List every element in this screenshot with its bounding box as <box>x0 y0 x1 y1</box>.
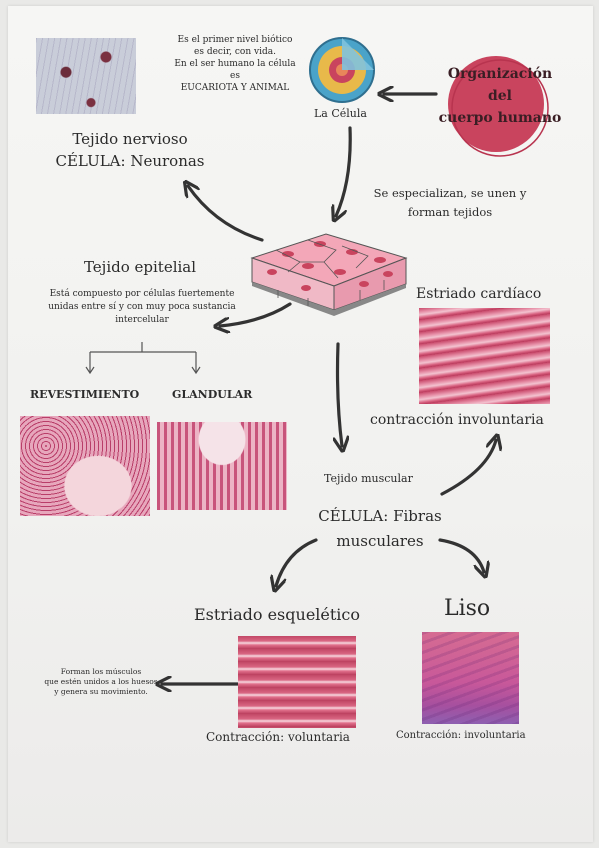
muscular-title: Tejido muscular <box>324 472 413 485</box>
specialize-line: forman tejidos <box>407 205 493 219</box>
epithelial-desc-line: intercelular <box>115 315 169 325</box>
cell-description: Es el primer nivel biótico es decir, con… <box>160 34 310 94</box>
skeletal-title: Estriado esquelético <box>194 605 361 624</box>
smooth-tissue-image <box>422 632 519 724</box>
arrow-to-epithelial <box>220 302 292 326</box>
muscular-cell-line-text: musculares <box>336 532 424 550</box>
arrow-to-skeletal <box>276 538 318 586</box>
glandular-tissue-image <box>157 422 287 510</box>
smooth-title: Liso <box>444 596 491 621</box>
title-circle <box>448 56 549 157</box>
cardiac-contraction: contracción involuntaria <box>370 412 544 428</box>
cardiac-tissue-image <box>419 308 550 404</box>
nervous-tissue-title: Tejido nervioso <box>72 130 188 148</box>
title-line: cuerpo humano <box>438 110 562 126</box>
nervous-cell-line: CÉLULA: Neuronas <box>55 152 205 170</box>
cell-desc-line: es decir, con vida. <box>194 47 276 57</box>
title-line: Organización <box>447 66 553 82</box>
skeletal-note: Forman los músculos que estén unidos a l… <box>26 667 176 697</box>
title-line: del <box>487 88 512 104</box>
specialize-line: Se especializan, se unen y <box>373 186 527 200</box>
skeletal-note-line: que estén unidos a los huesos <box>44 677 158 686</box>
arrow-cell-to-tissue <box>336 126 352 216</box>
branch-arrowhead-left <box>85 366 95 375</box>
cell-desc-line: es <box>230 71 240 81</box>
epithelial-desc-line: unidas entre sí y con muy poca sustancia <box>48 302 236 312</box>
cell-label: La Célula <box>314 107 367 120</box>
main-title: Organización del cuerpo humano <box>430 63 570 129</box>
cardiac-title: Estriado cardíaco <box>416 286 542 302</box>
cell-illustration <box>309 37 375 103</box>
epithelial-type-revestimiento: REVESTIMIENTO <box>30 388 140 401</box>
skeletal-contraction: Contracción: voluntaria <box>206 730 350 744</box>
specialize-text: Se especializan, se unen y forman tejido… <box>360 184 540 222</box>
branch-arrowhead-right <box>191 366 201 375</box>
skeletal-note-line: Forman los músculos <box>60 667 142 676</box>
epithelial-block-illustration <box>250 233 408 316</box>
revestimiento-tissue-image <box>20 416 150 516</box>
skeletal-note-line: y genera su movimiento. <box>54 687 148 696</box>
cell-desc-line: EUCARIOTA Y ANIMAL <box>180 83 290 93</box>
arrow-to-muscular <box>338 342 343 446</box>
epithelial-description: Está compuesto por células fuertemente u… <box>14 288 270 327</box>
cell-desc-line: Es el primer nivel biótico <box>177 35 293 45</box>
branch-epithelial <box>89 342 197 372</box>
muscular-cell-line-text: CÉLULA: Fibras <box>318 507 442 525</box>
epithelial-title: Tejido epitelial <box>83 258 197 276</box>
skeletal-tissue-image <box>238 636 356 728</box>
cell-desc-line: En el ser humano la célula <box>174 59 296 69</box>
nervous-tissue-image <box>36 38 136 114</box>
arrow-to-nervous <box>188 186 264 242</box>
muscular-cell-line: CÉLULA: Fibras musculares <box>300 504 460 554</box>
arrow-to-cardiac <box>440 440 496 496</box>
arrow-to-smooth <box>438 538 484 572</box>
smooth-contraction: Contracción: involuntaria <box>396 730 526 741</box>
epithelial-type-glandular: GLANDULAR <box>172 388 253 401</box>
epithelial-desc-line: Está compuesto por células fuertemente <box>49 289 235 299</box>
